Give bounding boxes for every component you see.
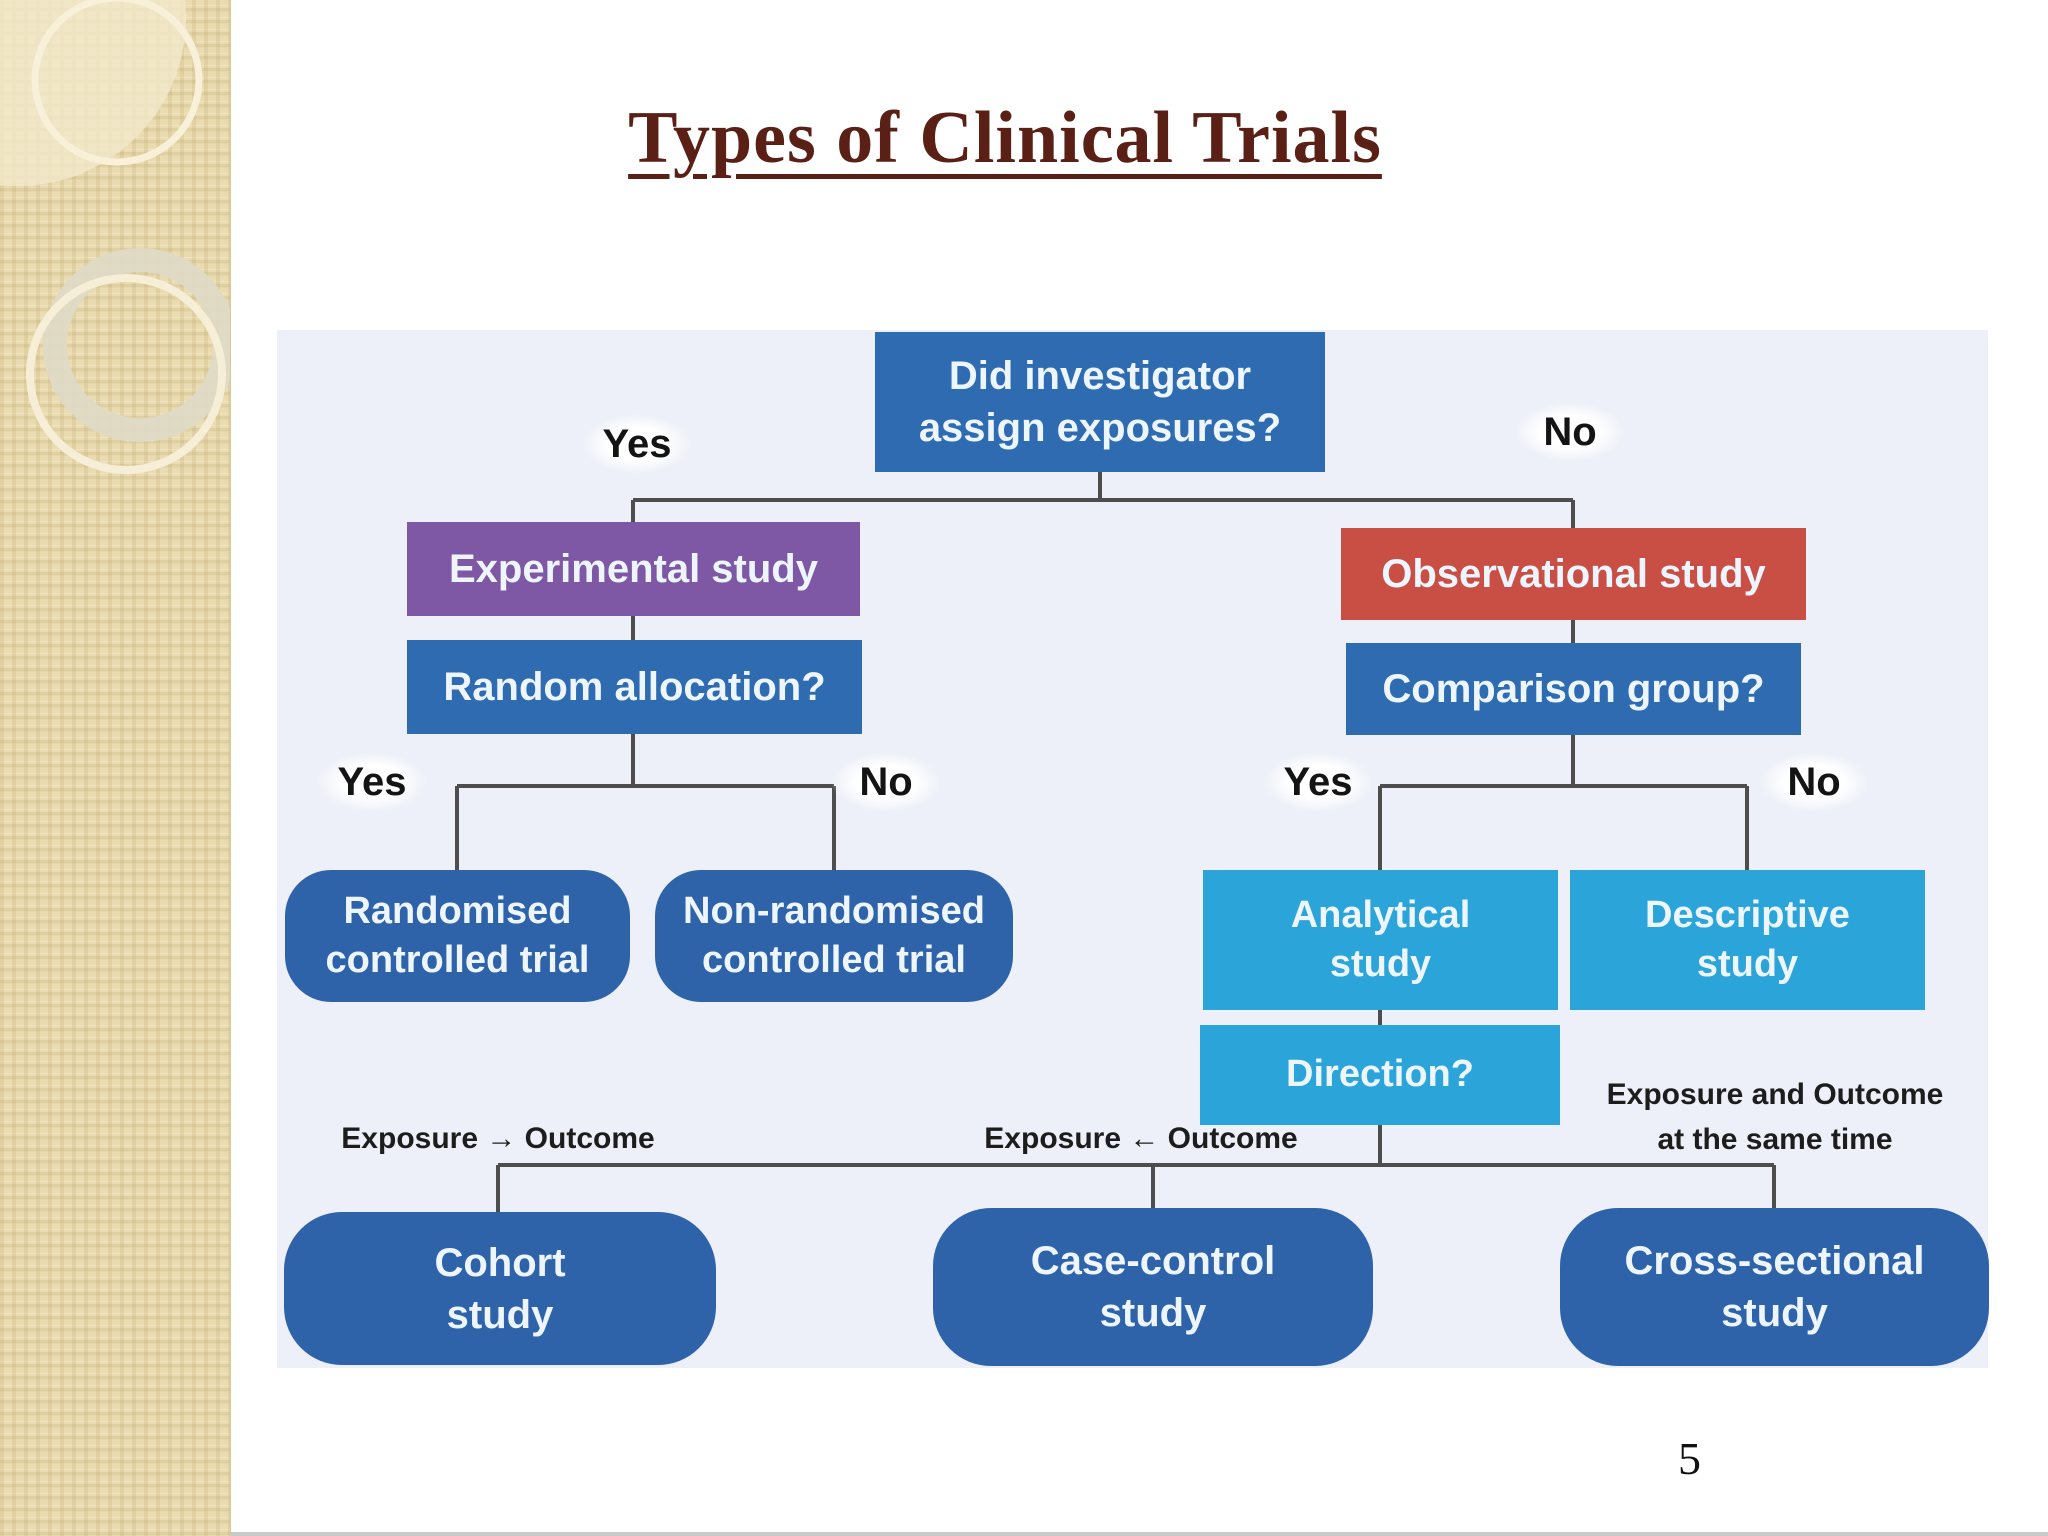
decorative-ring-top: [31, 0, 203, 166]
node-comparison-group: Comparison group?: [1346, 643, 1801, 735]
note-outcome-to-exposure: Exposure ← Outcome: [984, 1122, 1298, 1155]
node-direction: Direction?: [1200, 1025, 1560, 1125]
note-exposure-to-outcome: Exposure → Outcome: [341, 1122, 655, 1155]
branch-label-no-left: No: [831, 752, 941, 812]
node-observational-study: Observational study: [1341, 528, 1806, 620]
sidebar-decoration: [0, 0, 230, 474]
node-descriptive-study: Descriptive study: [1570, 870, 1925, 1010]
node-case-control-study: Case-control study: [933, 1208, 1373, 1366]
branch-label-yes-left: Yes: [317, 752, 427, 812]
decorative-ring-thick: [43, 248, 230, 442]
note-exposure-outcome-same-time: Exposure and Outcome at the same time: [1606, 1078, 1944, 1156]
flowchart-panel: Did investigator assign exposures? Yes N…: [277, 330, 1989, 1368]
page-number: 5: [1678, 1433, 1701, 1484]
branch-label-yes-right: Yes: [1263, 752, 1373, 812]
slide-title: Types of Clinical Trials: [628, 97, 1382, 179]
node-random-allocation: Random allocation?: [407, 640, 862, 734]
connector-path: [455, 472, 1776, 1214]
node-top-question: Did investigator assign exposures?: [875, 332, 1325, 472]
decorative-ring-thin: [26, 274, 226, 474]
node-experimental-study: Experimental study: [407, 522, 860, 616]
branch-label-no-top: No: [1515, 402, 1625, 462]
branch-label-no-right: No: [1759, 752, 1869, 812]
node-analytical-study: Analytical study: [1203, 870, 1558, 1010]
node-randomised-controlled-trial: Randomised controlled trial: [285, 870, 630, 1002]
sidebar: [0, 0, 231, 1536]
node-cohort-study: Cohort study: [284, 1212, 716, 1365]
branch-label-yes-top: Yes: [582, 414, 692, 474]
connector-lines: [455, 472, 1776, 1214]
decorative-quarter-disc: [0, 0, 186, 186]
node-non-randomised-controlled-trial: Non-randomised controlled trial: [655, 870, 1013, 1002]
node-cross-sectional-study: Cross-sectional study: [1560, 1208, 1989, 1366]
